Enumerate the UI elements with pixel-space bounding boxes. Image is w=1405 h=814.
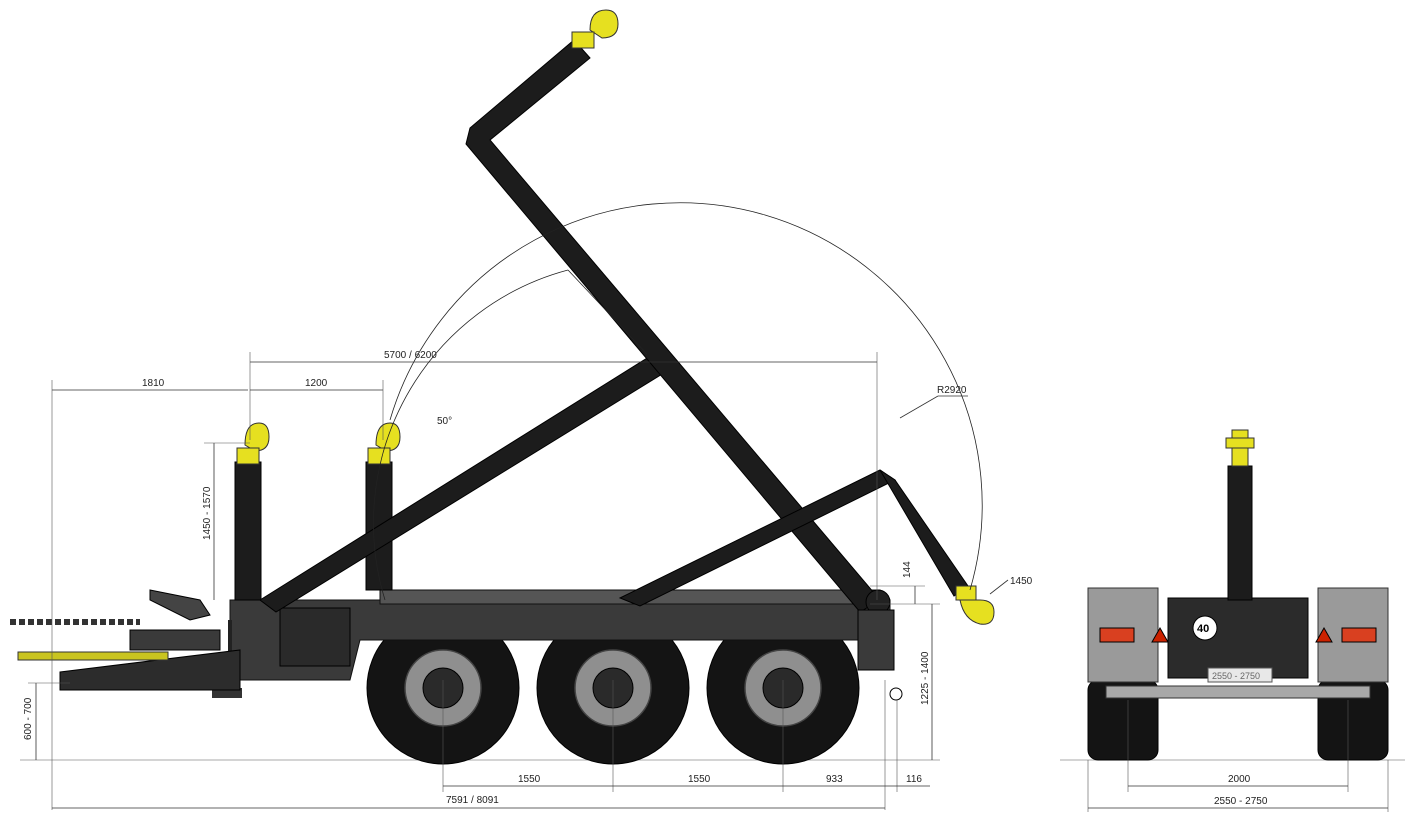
speed-plate: 40 — [1197, 623, 1209, 635]
dim-1810: 1810 — [142, 378, 165, 389]
dim-angle-50: 50° — [437, 416, 452, 427]
dim-1200: 1200 — [305, 378, 328, 389]
drawbar — [10, 589, 241, 691]
dim-1225-1400: 1225 - 1400 — [920, 651, 931, 705]
dim-axle-1550-b: 1550 — [688, 774, 711, 785]
reflector-left — [1151, 626, 1169, 643]
rear-bumper — [1105, 685, 1371, 699]
dim-144: 144 — [902, 561, 913, 578]
dim-length-5700: 5700 / 6200 — [384, 350, 437, 361]
dim-radius: R2920 — [937, 385, 967, 396]
hook-icon — [959, 599, 995, 625]
dim-116: 116 — [906, 774, 922, 785]
angle-arc — [373, 269, 569, 601]
hook-arm-position-2 — [365, 422, 401, 591]
dim-600-700: 600 - 700 — [23, 697, 34, 740]
hook-arm-tipped — [618, 469, 995, 625]
radius-arc — [389, 202, 983, 591]
hook-icon — [244, 422, 270, 452]
dim-1450-1570: 1450 - 1570 — [202, 486, 213, 540]
dim-track-2000: 2000 — [1228, 774, 1251, 785]
hook-arm-position-1 — [234, 422, 270, 601]
dim-total-length: 7591 / 8091 — [446, 795, 499, 806]
number-plate-text: 2550 - 2750 — [1212, 671, 1260, 681]
dim-axle-1550-a: 1550 — [518, 774, 541, 785]
dim-933: 933 — [826, 774, 843, 785]
hook-icon — [589, 9, 619, 39]
tail-lamp-right — [1341, 627, 1377, 643]
dim-hook-1450: 1450 — [1010, 576, 1033, 587]
dim-width-total: 2550 - 2750 — [1214, 796, 1268, 807]
reflector-right — [1315, 626, 1333, 643]
rear-roller — [857, 589, 903, 701]
tail-lamp-left — [1099, 627, 1135, 643]
hook-arm-raised — [259, 9, 881, 613]
rear-view: 40 2550 - 2750 — [1087, 429, 1389, 761]
